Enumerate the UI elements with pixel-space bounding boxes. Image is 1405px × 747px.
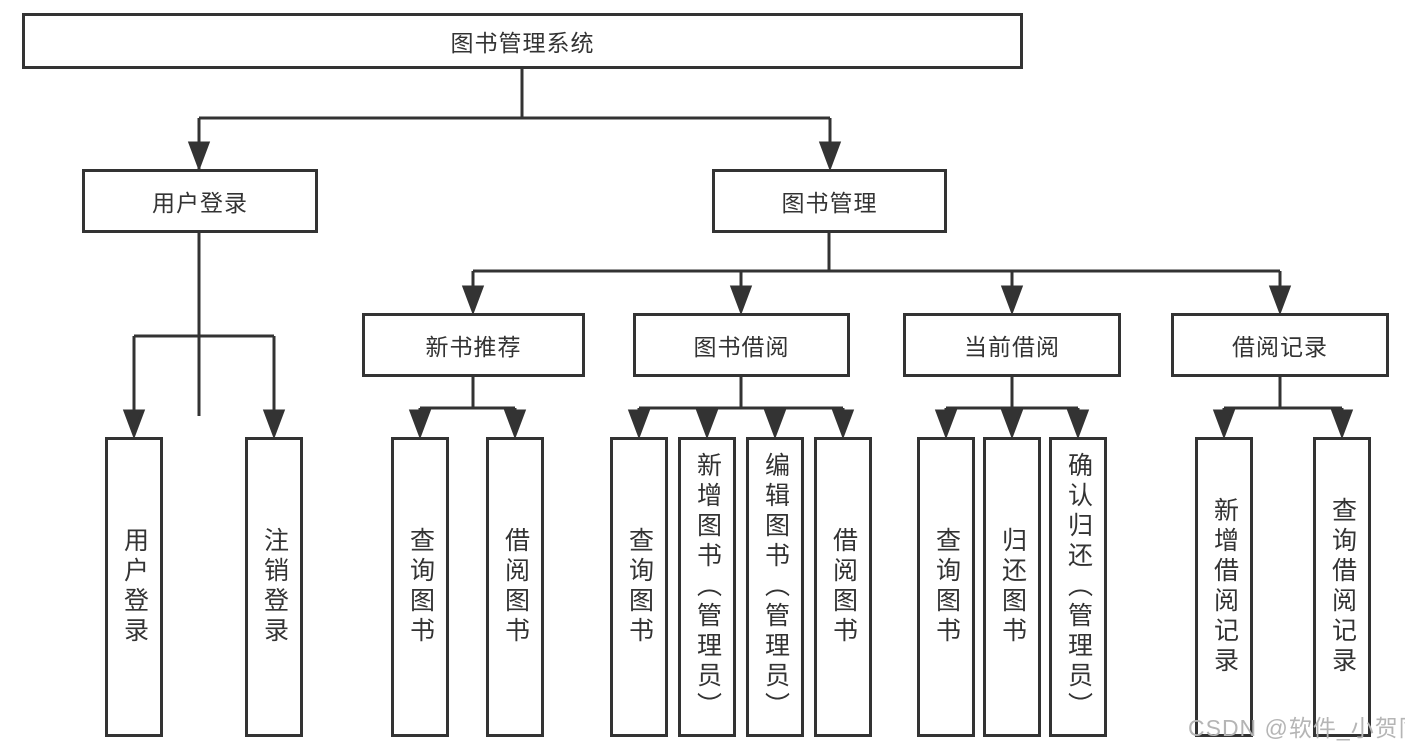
connector-book-borrow-children — [627, 377, 855, 440]
connector-root-to-level2 — [187, 69, 842, 416]
node-borrow-records-label: 借阅记录 — [1232, 334, 1328, 360]
leaf-borrow-edit-books-admin-label: 编辑图书（管理员） — [761, 452, 790, 722]
node-user-login-label: 用户登录 — [152, 190, 248, 216]
leaf-borrow-add-books-admin: 新增图书（管理员） — [678, 437, 736, 737]
leaf-records-query-label: 查询借阅记录 — [1328, 497, 1357, 677]
node-new-book-recommend-label: 新书推荐 — [425, 334, 522, 360]
leaf-borrow-add-books-admin-label: 新增图书（管理员） — [693, 452, 722, 722]
node-root: 图书管理系统 — [22, 13, 1023, 69]
leaf-records-query: 查询借阅记录 — [1313, 437, 1371, 737]
node-book-management: 图书管理 — [712, 169, 947, 233]
leaf-logout: 注销登录 — [245, 437, 303, 737]
leaf-records-add: 新增借阅记录 — [1195, 437, 1253, 737]
leaf-current-return-books-label: 归还图书 — [998, 527, 1027, 647]
node-new-book-recommend: 新书推荐 — [362, 313, 585, 377]
node-current-borrow-label: 当前借阅 — [964, 334, 1060, 360]
connector-new-book-children — [408, 377, 527, 440]
node-root-label: 图书管理系统 — [450, 30, 595, 56]
node-book-borrow-label: 图书借阅 — [693, 334, 790, 360]
leaf-user-login: 用户登录 — [105, 437, 163, 737]
leaf-newbook-query-books: 查询图书 — [391, 437, 449, 737]
leaf-borrow-edit-books-admin: 编辑图书（管理员） — [746, 437, 804, 737]
leaf-records-add-label: 新增借阅记录 — [1210, 497, 1239, 677]
node-book-management-label: 图书管理 — [781, 190, 878, 216]
node-borrow-records: 借阅记录 — [1171, 313, 1389, 377]
connector-current-borrow-children — [934, 377, 1090, 440]
leaf-current-confirm-return-admin-label: 确认归还（管理员） — [1064, 452, 1093, 722]
leaf-current-query-books-label: 查询图书 — [932, 527, 961, 647]
leaf-current-return-books: 归还图书 — [983, 437, 1041, 737]
leaf-user-login-label: 用户登录 — [120, 527, 149, 647]
leaf-borrow-query-books: 查询图书 — [610, 437, 668, 737]
node-user-login: 用户登录 — [82, 169, 318, 233]
leaf-current-confirm-return-admin: 确认归还（管理员） — [1049, 437, 1107, 737]
leaf-current-query-books: 查询图书 — [917, 437, 975, 737]
node-book-borrow: 图书借阅 — [633, 313, 850, 377]
leaf-borrow-borrow-books-label: 借阅图书 — [829, 527, 858, 647]
connector-book-management-children — [461, 233, 1292, 316]
leaf-newbook-query-books-label: 查询图书 — [406, 527, 435, 647]
leaf-borrow-query-books-label: 查询图书 — [625, 527, 654, 647]
leaf-newbook-borrow-books: 借阅图书 — [486, 437, 544, 737]
csdn-watermark: CSDN @软件_小贺同学 — [1188, 715, 1405, 741]
connector-user-login-children — [122, 233, 286, 440]
leaf-newbook-borrow-books-label: 借阅图书 — [501, 527, 530, 647]
connector-borrow-records-children — [1212, 377, 1354, 440]
leaf-borrow-borrow-books: 借阅图书 — [814, 437, 872, 737]
leaf-logout-label: 注销登录 — [260, 527, 289, 647]
node-current-borrow: 当前借阅 — [903, 313, 1121, 377]
